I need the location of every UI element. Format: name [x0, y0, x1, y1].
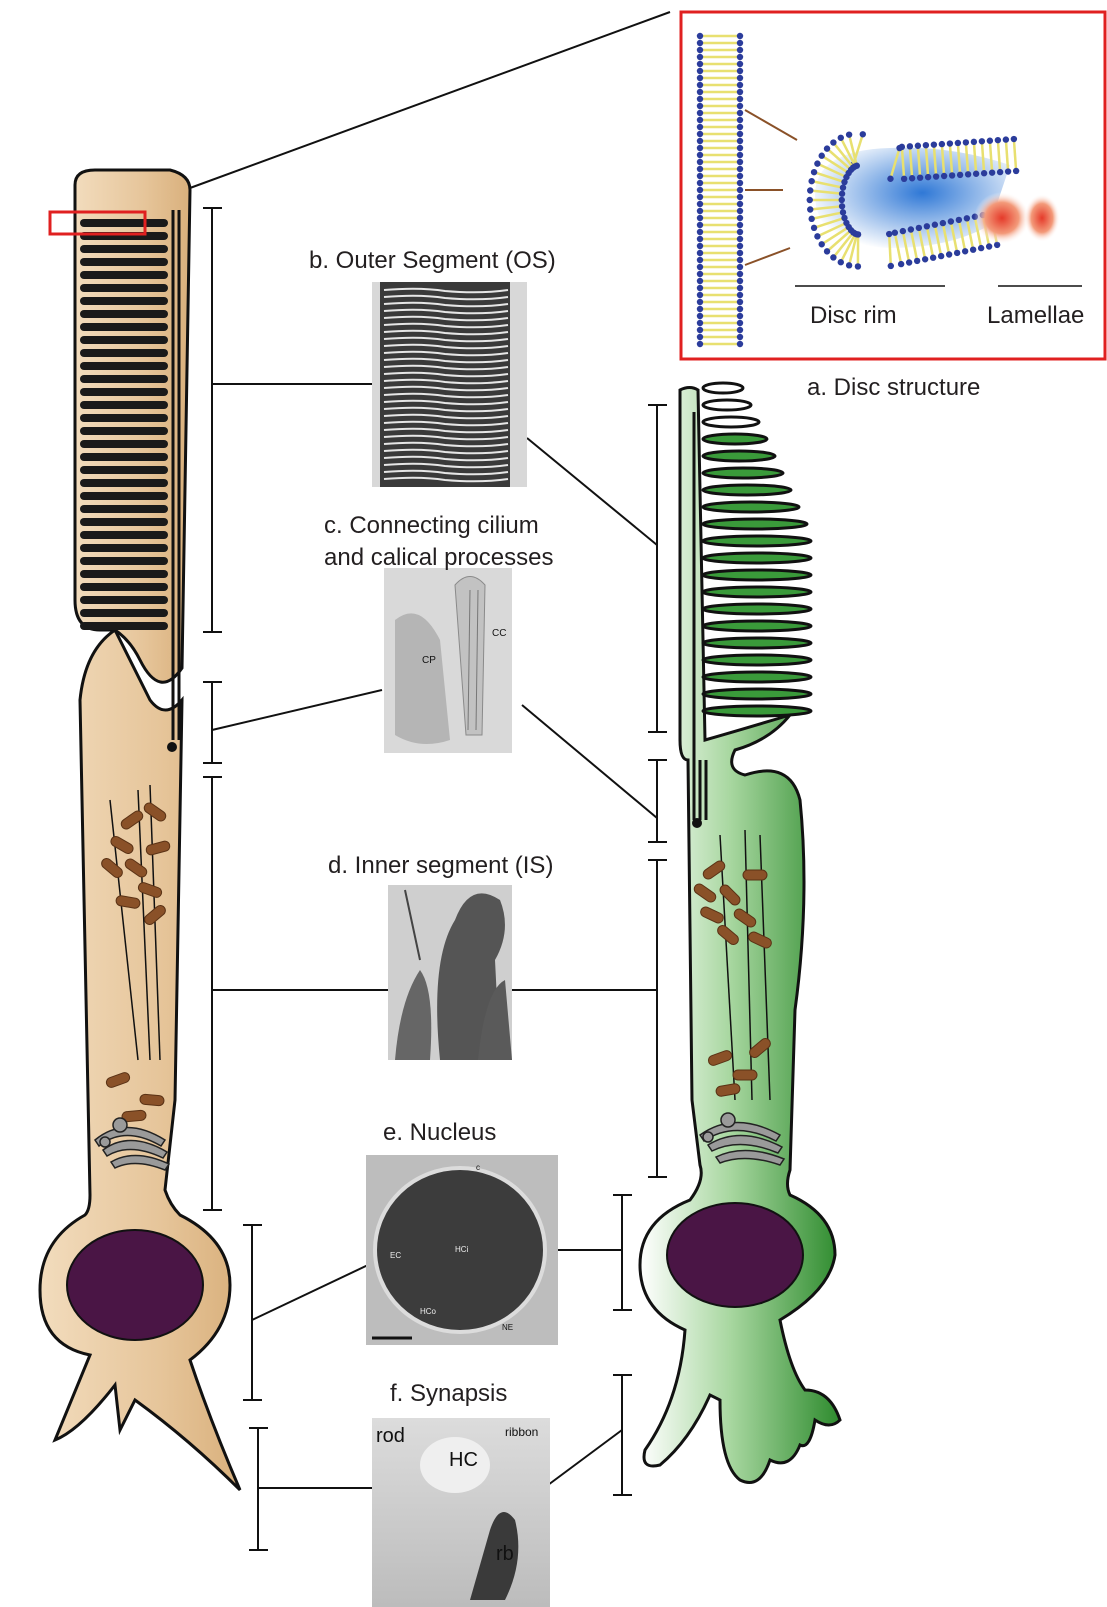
cone-basal-body: [692, 818, 702, 828]
disc-rim-label: Disc rim: [810, 302, 897, 329]
rim-protein: [1024, 194, 1060, 242]
cone-lamella-icon: [703, 553, 811, 563]
synapse-micrograph: rod HC ribbon rb: [372, 1418, 550, 1607]
cone-lamella-icon: [703, 400, 751, 410]
is-micrograph: [388, 885, 512, 1060]
rod-disc-icon: [80, 609, 168, 617]
rod-disc-icon: [80, 297, 168, 305]
cone-lamella-icon: [703, 621, 811, 631]
inner-segment-label: d. Inner segment (IS): [328, 852, 553, 879]
cone-lamella-icon: [703, 655, 811, 665]
connecting-cilium-label: c. Connecting cilium: [324, 512, 539, 539]
mitochondria-icon: [743, 870, 767, 880]
rod-disc-icon: [80, 492, 168, 500]
cc-micrograph: CC CP: [384, 568, 512, 753]
cone-nucleus: [667, 1203, 803, 1307]
cone-lamella-icon: [703, 451, 775, 461]
hc-label: HC: [449, 1449, 478, 1471]
cone-lamella-icon: [703, 502, 799, 512]
rod-disc-icon: [80, 479, 168, 487]
rod-disc-icon: [80, 362, 168, 370]
rod-cell: [40, 170, 240, 1490]
cc-label: CC: [492, 628, 506, 639]
rod-disc-icon: [80, 401, 168, 409]
rim-protein: [974, 192, 1030, 244]
ne-label: NE: [502, 1323, 513, 1332]
rod-disc-icon: [80, 622, 168, 630]
rod-disc-icon: [80, 388, 168, 396]
os-micrograph: [372, 282, 527, 487]
rod-disc-icon: [80, 544, 168, 552]
rod-disc-icon: [80, 375, 168, 383]
rod-disc-icon: [80, 596, 168, 604]
cone-lamella-icon: [703, 383, 743, 393]
rod-disc-icon: [80, 505, 168, 513]
rod-disc-icon: [80, 323, 168, 331]
cp-label: CP: [422, 655, 436, 666]
cone-cell: [640, 383, 840, 1483]
rod-disc-icon: [80, 453, 168, 461]
rod-disc-icon: [80, 245, 168, 253]
c-label: c: [476, 1163, 480, 1172]
outer-segment-label: b. Outer Segment (OS): [309, 247, 556, 274]
rod-disc-icon: [80, 440, 168, 448]
disc-structure-inset: Disc rim Lamellae: [681, 12, 1105, 359]
ec-label: EC: [390, 1251, 401, 1260]
rod-disc-icon: [80, 219, 168, 227]
rod-disc-icon: [80, 310, 168, 318]
nucleus-label: e. Nucleus: [383, 1119, 496, 1146]
hc-main-label: HCi: [455, 1245, 469, 1254]
cone-lamellae: [703, 383, 811, 716]
rod-disc-icon: [80, 557, 168, 565]
rod-disc-icon: [80, 258, 168, 266]
rod-inner-segment: [40, 630, 240, 1490]
cone-lamella-icon: [703, 689, 811, 699]
rod-disc-icon: [80, 570, 168, 578]
cone-lamella-icon: [703, 519, 807, 529]
cone-lamella-icon: [703, 434, 767, 444]
rod-disc-icon: [80, 414, 168, 422]
synapsis-label: f. Synapsis: [390, 1380, 507, 1407]
cone-lamella-icon: [703, 672, 811, 682]
ribbon-label: ribbon: [505, 1425, 538, 1439]
cone-lamella-icon: [703, 638, 811, 648]
rod-disc-icon: [80, 531, 168, 539]
rod-disc-icon: [80, 466, 168, 474]
rod-disc-icon: [80, 349, 168, 357]
rod-nucleus: [67, 1230, 203, 1340]
cone-lamella-icon: [703, 706, 811, 716]
rod-disc-icon: [80, 284, 168, 292]
disc-structure-label: a. Disc structure: [807, 374, 980, 401]
hc-low-label: HCo: [420, 1307, 437, 1316]
calical-processes-label: and calical processes: [324, 544, 553, 571]
rod-disc-icon: [80, 271, 168, 279]
cone-lamella-icon: [703, 485, 791, 495]
rod-disc-icon: [80, 336, 168, 344]
rod-label: rod: [376, 1425, 405, 1447]
mitochondria-icon: [733, 1070, 757, 1080]
nucleus-micrograph: HCi EC HCo NE c: [366, 1155, 558, 1345]
rod-disc-icon: [80, 583, 168, 591]
rod-basal-body: [167, 742, 177, 752]
rb-label: rb: [496, 1543, 514, 1565]
cone-lamella-icon: [703, 468, 783, 478]
rod-disc-icon: [80, 427, 168, 435]
cone-lamella-icon: [703, 604, 811, 614]
cone-lamella-icon: [703, 570, 811, 580]
cone-lamella-icon: [703, 417, 759, 427]
mitochondria-icon: [140, 1094, 165, 1106]
rod-disc-icon: [80, 518, 168, 526]
cone-lamella-icon: [703, 536, 811, 546]
lamellae-label: Lamellae: [987, 302, 1084, 329]
cone-lamella-icon: [703, 587, 811, 597]
